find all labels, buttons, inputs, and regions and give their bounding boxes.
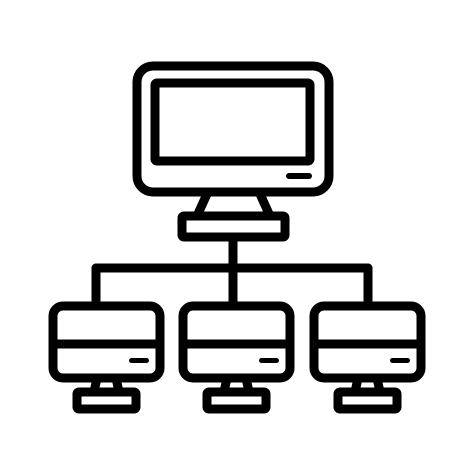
client-monitor-left-base xyxy=(72,387,141,414)
client-monitor-center-icon xyxy=(178,301,295,414)
connection-lines xyxy=(91,232,373,307)
client-monitor-right-base xyxy=(333,387,402,414)
client-monitor-left-power-light xyxy=(129,358,149,363)
client-monitor-right-power-light xyxy=(390,358,410,363)
main-monitor-screen xyxy=(150,78,315,166)
client-monitor-center-base xyxy=(202,387,271,414)
main-monitor-icon xyxy=(132,61,334,242)
client-monitor-right-icon xyxy=(309,301,426,414)
client-monitor-left-icon xyxy=(48,301,165,414)
main-monitor-bezel xyxy=(132,61,334,197)
main-monitor-power-light xyxy=(286,173,312,179)
client-monitor-center-power-light xyxy=(259,358,279,363)
